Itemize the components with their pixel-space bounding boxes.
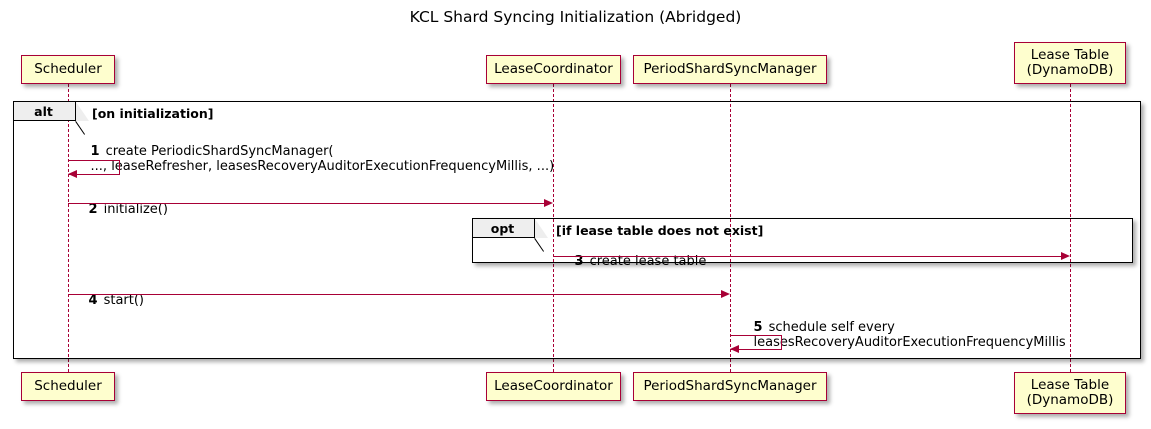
message-5-self-loop	[730, 335, 782, 350]
participant-lease-coordinator-top[interactable]: LeaseCoordinator	[486, 55, 621, 84]
message-4-text: start()	[103, 293, 144, 308]
message-3-label: 3 create lease table	[558, 239, 707, 284]
message-4-label: 4 start()	[72, 278, 144, 323]
message-5-label: 5 schedule self every leasesRecoveryAudit…	[737, 305, 1066, 380]
alt-frame: alt	[13, 101, 1141, 359]
message-3-line	[553, 256, 1061, 257]
lifeline-scheduler	[68, 84, 69, 372]
message-2-text: initialize()	[103, 202, 168, 217]
message-5-text-line2: leasesRecoveryAuditorExecutionFrequencyM…	[737, 335, 1066, 350]
participant-lease-table-bottom[interactable]: Lease Table (DynamoDB)	[1014, 372, 1126, 414]
participant-period-shard-sync-manager-top-label: PeriodShardSyncManager	[643, 61, 817, 77]
participant-period-shard-sync-manager-top[interactable]: PeriodShardSyncManager	[633, 55, 827, 84]
message-1-text-line2: ..., leaseRefresher, leasesRecoveryAudit…	[74, 159, 555, 174]
diagram-title: KCL Shard Syncing Initialization (Abridg…	[409, 8, 742, 26]
message-3-seq: 3	[574, 254, 584, 269]
message-1-self-loop	[68, 160, 120, 175]
message-5-text-line1: schedule self every	[768, 320, 895, 335]
lifeline-lease-table	[1070, 84, 1071, 372]
participant-lease-table-bottom-label: Lease Table (DynamoDB)	[1026, 377, 1114, 408]
participant-period-shard-sync-manager-bottom-label: PeriodShardSyncManager	[643, 378, 817, 394]
message-2-line	[68, 203, 544, 204]
message-2-label: 2 initialize()	[72, 187, 168, 232]
opt-frame-label: opt	[473, 219, 535, 238]
opt-frame-guard: [if lease table does not exist]	[556, 223, 764, 238]
participant-scheduler-bottom[interactable]: Scheduler	[21, 372, 115, 401]
message-4-arrowhead	[721, 289, 730, 298]
participant-lease-coordinator-bottom-label: LeaseCoordinator	[494, 378, 613, 394]
message-4-seq: 4	[88, 293, 98, 308]
message-2-arrowhead	[544, 198, 553, 207]
participant-scheduler-bottom-label: Scheduler	[34, 378, 102, 394]
message-1-text-line1: create PeriodicShardSyncManager(	[105, 144, 334, 159]
message-1-seq: 1	[90, 144, 100, 159]
message-3-arrowhead	[1061, 251, 1070, 260]
opt-frame: opt	[472, 218, 1133, 263]
message-5-arrowhead	[730, 345, 739, 353]
message-1-arrowhead	[68, 170, 77, 178]
participant-lease-coordinator-top-label: LeaseCoordinator	[494, 61, 613, 77]
participant-lease-table-top[interactable]: Lease Table (DynamoDB)	[1014, 42, 1126, 84]
participant-lease-table-top-label: Lease Table (DynamoDB)	[1026, 47, 1114, 78]
alt-frame-guard: [on initialization]	[92, 106, 214, 121]
message-4-line	[68, 294, 721, 295]
message-5-seq: 5	[753, 320, 763, 335]
message-2-seq: 2	[88, 202, 98, 217]
participant-lease-coordinator-bottom[interactable]: LeaseCoordinator	[486, 372, 621, 401]
message-1-label: 1 create PeriodicShardSyncManager( ..., l…	[74, 129, 555, 204]
participant-scheduler-top[interactable]: Scheduler	[21, 55, 115, 84]
alt-frame-label: alt	[14, 102, 76, 121]
participant-period-shard-sync-manager-bottom[interactable]: PeriodShardSyncManager	[633, 372, 827, 401]
alt-frame-notch	[76, 102, 89, 121]
opt-frame-notch	[535, 219, 548, 238]
lifeline-lease-coordinator	[553, 84, 554, 372]
message-3-text: create lease table	[589, 254, 707, 269]
participant-scheduler-top-label: Scheduler	[34, 61, 102, 77]
lifeline-period-shard-sync-manager	[730, 84, 731, 372]
